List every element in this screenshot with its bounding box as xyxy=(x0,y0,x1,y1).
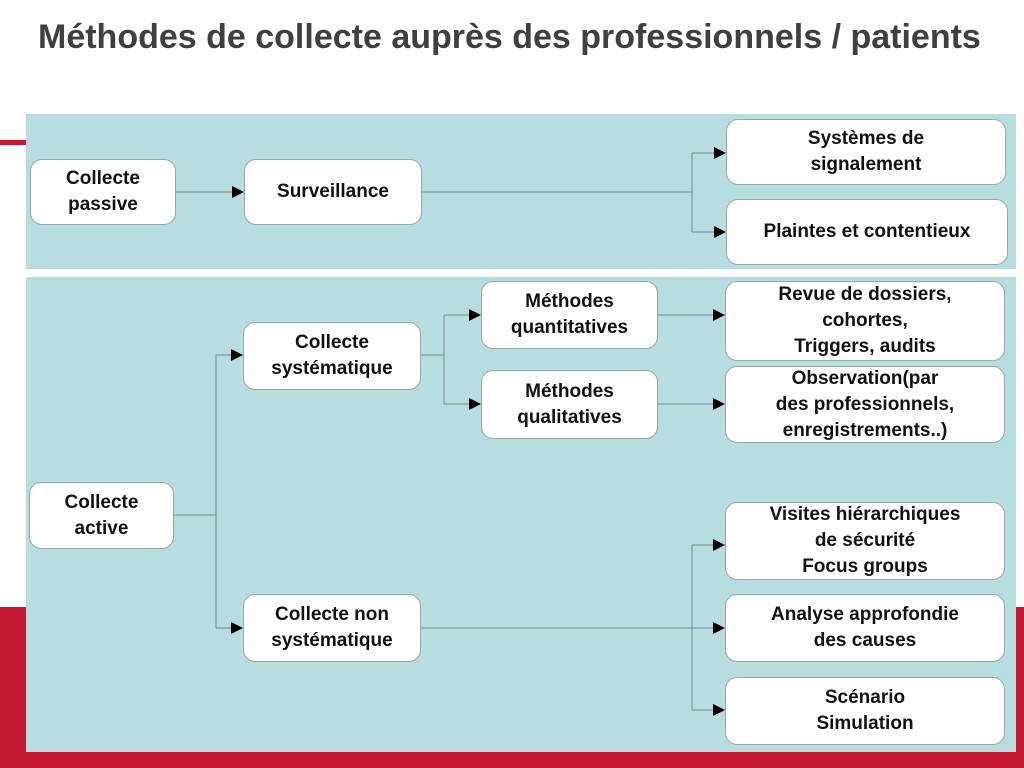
red-accent-tab xyxy=(0,140,26,145)
node-collecte-systematique: Collecte systématique xyxy=(243,322,421,390)
node-collecte-passive: Collecte passive xyxy=(30,159,176,225)
node-collecte-active: Collecte active xyxy=(29,482,174,549)
node-analyse-approfondie: Analyse approfondie des causes xyxy=(725,594,1005,662)
node-methodes-quantitatives: Méthodes quantitatives xyxy=(481,281,658,349)
node-visites-hierarchiques: Visites hiérarchiques de sécurité Focus … xyxy=(725,502,1005,580)
node-collecte-non-systematique: Collecte non systématique xyxy=(243,594,421,662)
page-title: Méthodes de collecte auprès des professi… xyxy=(38,18,981,56)
node-surveillance: Surveillance xyxy=(244,159,422,225)
node-plaintes-contentieux: Plaintes et contentieux xyxy=(726,199,1008,265)
node-observation: Observation(par des professionnels, enre… xyxy=(725,366,1005,443)
node-systemes-signalement: Systèmes de signalement xyxy=(726,119,1006,185)
node-scenario-simulation: Scénario Simulation xyxy=(725,677,1005,745)
node-methodes-qualitatives: Méthodes qualitatives xyxy=(481,370,658,439)
node-revue-dossiers: Revue de dossiers, cohortes, Triggers, a… xyxy=(725,281,1005,361)
